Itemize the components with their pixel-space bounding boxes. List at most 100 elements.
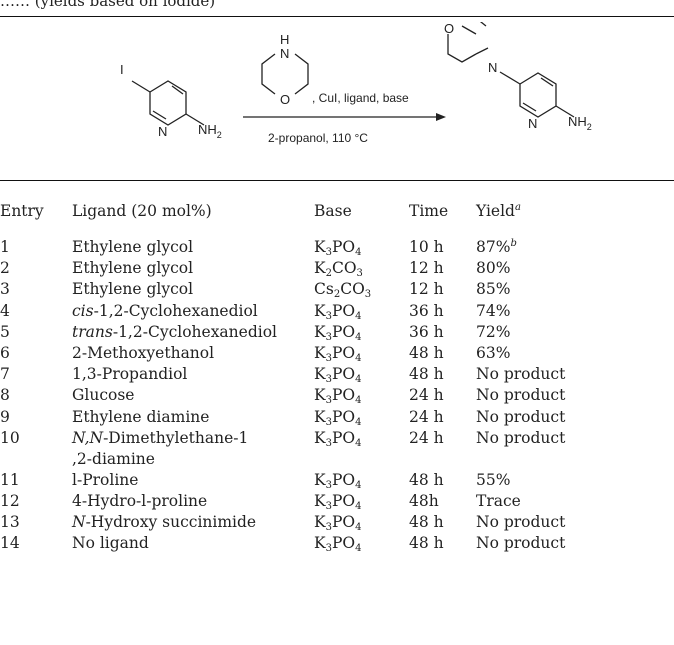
arrow-head bbox=[436, 113, 446, 121]
entry-cell: 7 bbox=[0, 365, 10, 384]
results-table: Entry Ligand (20 mol%) Base Time Yielda … bbox=[0, 197, 674, 554]
time-cell: 10 h bbox=[409, 238, 444, 256]
entry-cell: 12 bbox=[0, 491, 20, 510]
caption-fragment: …… (yields based on iodide) bbox=[0, 0, 216, 10]
base-cell: K3PO4 bbox=[314, 365, 362, 386]
yield-cell: No product bbox=[476, 386, 566, 405]
product-n-label: N bbox=[488, 60, 497, 75]
ligand-cell: 2-Methoxyethanol bbox=[72, 343, 215, 362]
ligand-cell: Ethylene glycol bbox=[72, 238, 194, 256]
morpholine-structure bbox=[261, 53, 309, 95]
conditions-below: 2-propanol, 110 °C bbox=[268, 131, 368, 145]
entry-cell: 1 bbox=[0, 238, 10, 256]
ligand-cell: Glucose bbox=[72, 386, 135, 405]
yield-cell: 74% bbox=[476, 301, 511, 320]
base-cell: K3PO4 bbox=[314, 343, 362, 364]
table-top-rule bbox=[0, 180, 674, 181]
amine-label: NH2 bbox=[198, 122, 222, 140]
yield-cell: No product bbox=[476, 534, 566, 553]
ligand-cell: N,N-Dimethylethane-1,2-diamine bbox=[72, 428, 249, 468]
yield-cell: Trace bbox=[476, 491, 521, 510]
header-yield: Yielda bbox=[476, 202, 521, 220]
base-cell: K3PO4 bbox=[314, 238, 362, 258]
base-cell: K3PO4 bbox=[314, 428, 362, 449]
morpholine-h-label: H bbox=[280, 32, 289, 47]
base-cell: K3PO4 bbox=[314, 534, 362, 555]
time-cell: 24 h bbox=[409, 428, 444, 447]
header-base: Base bbox=[314, 202, 352, 220]
table-row: 10 N,N-Dimethylethane-1,2-diamine K3PO4 24 … bbox=[0, 428, 674, 470]
time-cell: 48h bbox=[409, 491, 439, 510]
table-row: 12 4-Hydro-l-proline K3PO4 48h Trace bbox=[0, 491, 674, 512]
base-cell: K3PO4 bbox=[314, 470, 362, 491]
base-cell: K2CO3 bbox=[314, 259, 363, 280]
table-header-row: Entry Ligand (20 mol%) Base Time Yielda bbox=[0, 197, 674, 225]
time-cell: 48 h bbox=[409, 470, 444, 489]
base-cell: K3PO4 bbox=[314, 491, 362, 512]
base-cell: Cs2CO3 bbox=[314, 280, 372, 301]
base-cell: K3PO4 bbox=[314, 513, 362, 534]
entry-cell: 5 bbox=[0, 322, 10, 341]
ligand-cell: 4-Hydro-l-proline bbox=[72, 491, 208, 510]
table-row: 9 Ethylene diamine K3PO4 24 h No product bbox=[0, 407, 674, 428]
header-entry: Entry bbox=[0, 202, 44, 220]
yield-cell: 85% bbox=[476, 280, 511, 299]
entry-cell: 8 bbox=[0, 386, 10, 405]
yield-cell: No product bbox=[476, 428, 566, 447]
ligand-cell: l-Proline bbox=[72, 470, 139, 489]
iodo-label: I bbox=[120, 62, 124, 77]
table-row: 11 l-Proline K3PO4 48 h 55% bbox=[0, 470, 674, 491]
ligand-cell: Ethylene glycol bbox=[72, 259, 194, 278]
iodo-aminopyridine-structure bbox=[131, 80, 205, 126]
entry-cell: 11 bbox=[0, 470, 20, 489]
table-row: 5 trans-1,2-Cyclohexanediol K3PO4 36 h 72% bbox=[0, 322, 674, 343]
entry-cell: 9 bbox=[0, 407, 10, 426]
yield-cell: 72% bbox=[476, 322, 511, 341]
entry-cell: 6 bbox=[0, 343, 10, 362]
ligand-cell: Ethylene glycol bbox=[72, 280, 194, 299]
yield-cell: 55% bbox=[476, 470, 511, 489]
time-cell: 48 h bbox=[409, 343, 444, 362]
conditions-above: , CuI, ligand, base bbox=[312, 91, 409, 105]
entry-cell: 2 bbox=[0, 259, 10, 278]
time-cell: 48 h bbox=[409, 534, 444, 553]
time-cell: 36 h bbox=[409, 322, 444, 341]
table-row: 1 Ethylene glycol K3PO4 10 h 87%b bbox=[0, 237, 674, 258]
time-cell: 24 h bbox=[409, 407, 444, 426]
entry-cell: 10 bbox=[0, 428, 20, 447]
table-row: 14 No ligand K3PO4 48 h No product bbox=[0, 533, 674, 554]
product-o-label: O bbox=[444, 22, 454, 36]
ligand-cell: No ligand bbox=[72, 534, 149, 553]
top-rule bbox=[0, 16, 674, 17]
ligand-cell: N-Hydroxy succinimide bbox=[72, 513, 257, 532]
table-row: 6 2-Methoxyethanol K3PO4 48 h 63% bbox=[0, 343, 674, 364]
entry-cell: 13 bbox=[0, 513, 20, 532]
yield-cell: No product bbox=[476, 365, 566, 384]
base-cell: K3PO4 bbox=[314, 301, 362, 322]
reaction-scheme: I N NH2 N H O , CuI, ligand, base 2-prop… bbox=[120, 22, 592, 145]
product-ring-n-label: N bbox=[528, 116, 537, 131]
yield-cell: 87%b bbox=[476, 238, 517, 256]
yield-cell: No product bbox=[476, 407, 566, 426]
morpholine-o-label: O bbox=[280, 92, 290, 107]
base-cell: K3PO4 bbox=[314, 407, 362, 428]
ring-n-label: N bbox=[158, 124, 167, 139]
yield-cell: 80% bbox=[476, 259, 511, 278]
ligand-cell: Ethylene diamine bbox=[72, 407, 210, 426]
entry-cell: 14 bbox=[0, 534, 20, 553]
header-time: Time bbox=[409, 202, 449, 220]
product-structure bbox=[447, 22, 575, 118]
ligand-cell: cis-1,2-Cyclohexanediol bbox=[72, 301, 258, 320]
time-cell: 48 h bbox=[409, 513, 444, 532]
base-cell: K3PO4 bbox=[314, 322, 362, 343]
time-cell: 48 h bbox=[409, 365, 444, 384]
yield-cell: 63% bbox=[476, 343, 511, 362]
ligand-cell: trans-1,2-Cyclohexanediol bbox=[72, 322, 278, 341]
